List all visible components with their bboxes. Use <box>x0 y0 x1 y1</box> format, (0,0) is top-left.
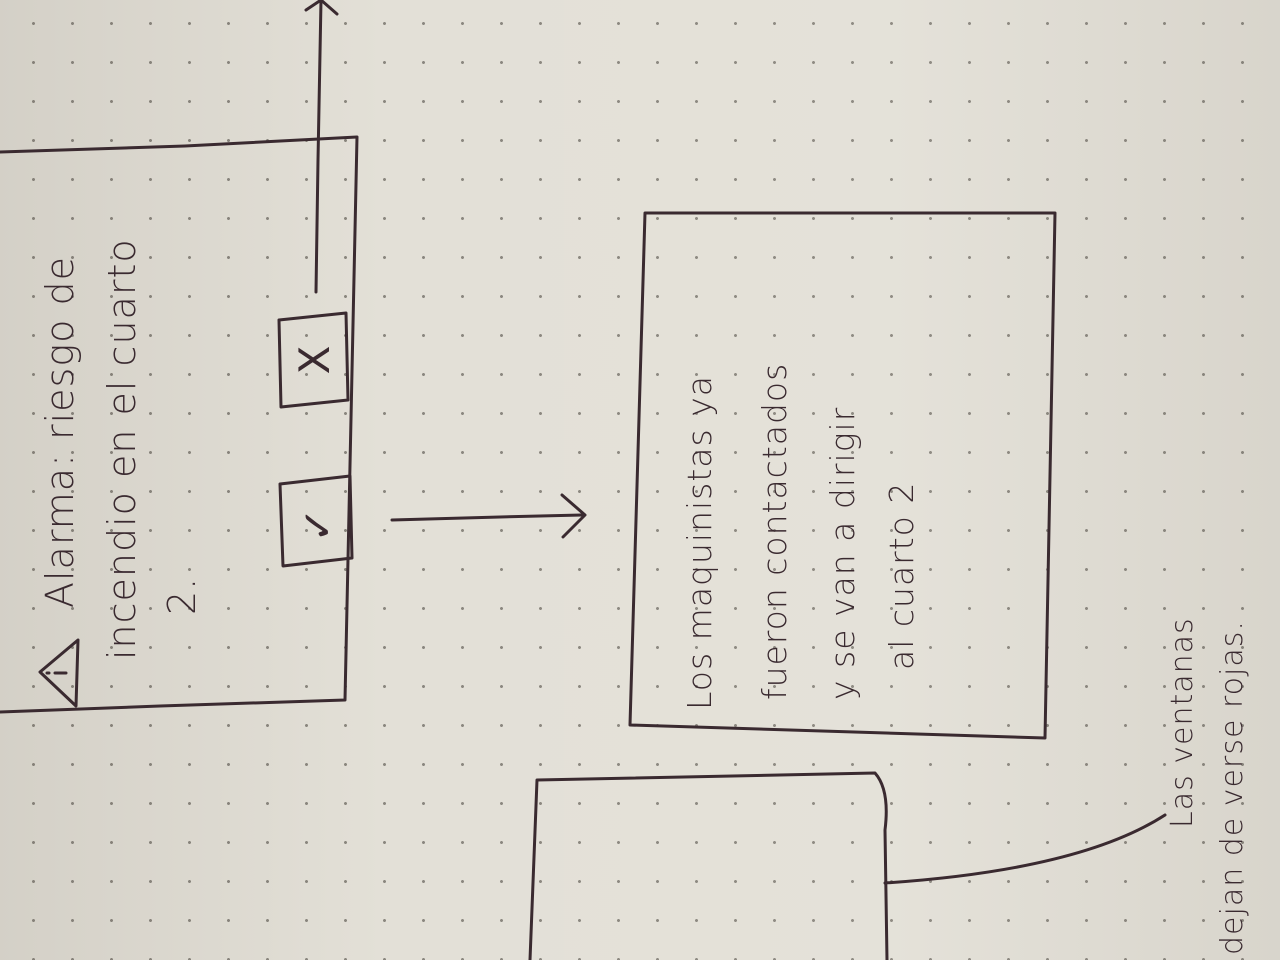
alert-dialog-frame <box>0 135 359 714</box>
confirm-button[interactable]: ✓ <box>293 507 342 543</box>
window-sketch-frame <box>528 771 889 960</box>
confirmation-line4: al cuarto 2 <box>882 481 921 670</box>
close-flow-arrow-head <box>304 0 339 16</box>
close-flow-arrow-shaft <box>314 0 323 294</box>
confirmation-line3: y se van a dirigir <box>823 406 862 700</box>
confirm-flow-arrow-shaft <box>390 513 584 522</box>
close-button-frame <box>277 311 350 409</box>
alert-title-line2: incendio en el cuarto <box>100 238 144 660</box>
confirmation-panel-frame <box>628 211 1057 740</box>
annotation-line1: Las ventanas <box>1165 617 1200 828</box>
alert-title-line1: Alarma: riesgo de <box>38 256 82 608</box>
annotation-line2: dejan de verse rojas. <box>1215 620 1250 955</box>
confirmation-line2: fueron contactados <box>755 362 794 700</box>
annotation-arrow <box>883 813 1167 885</box>
confirm-button-frame <box>278 474 354 568</box>
warning-triangle-icon <box>38 638 80 708</box>
confirm-flow-arrow-head <box>560 493 587 539</box>
alert-title-line3: 2. <box>160 576 204 615</box>
close-button[interactable]: X <box>290 345 339 375</box>
confirmation-line1: Los maquinistas ya <box>680 375 719 710</box>
